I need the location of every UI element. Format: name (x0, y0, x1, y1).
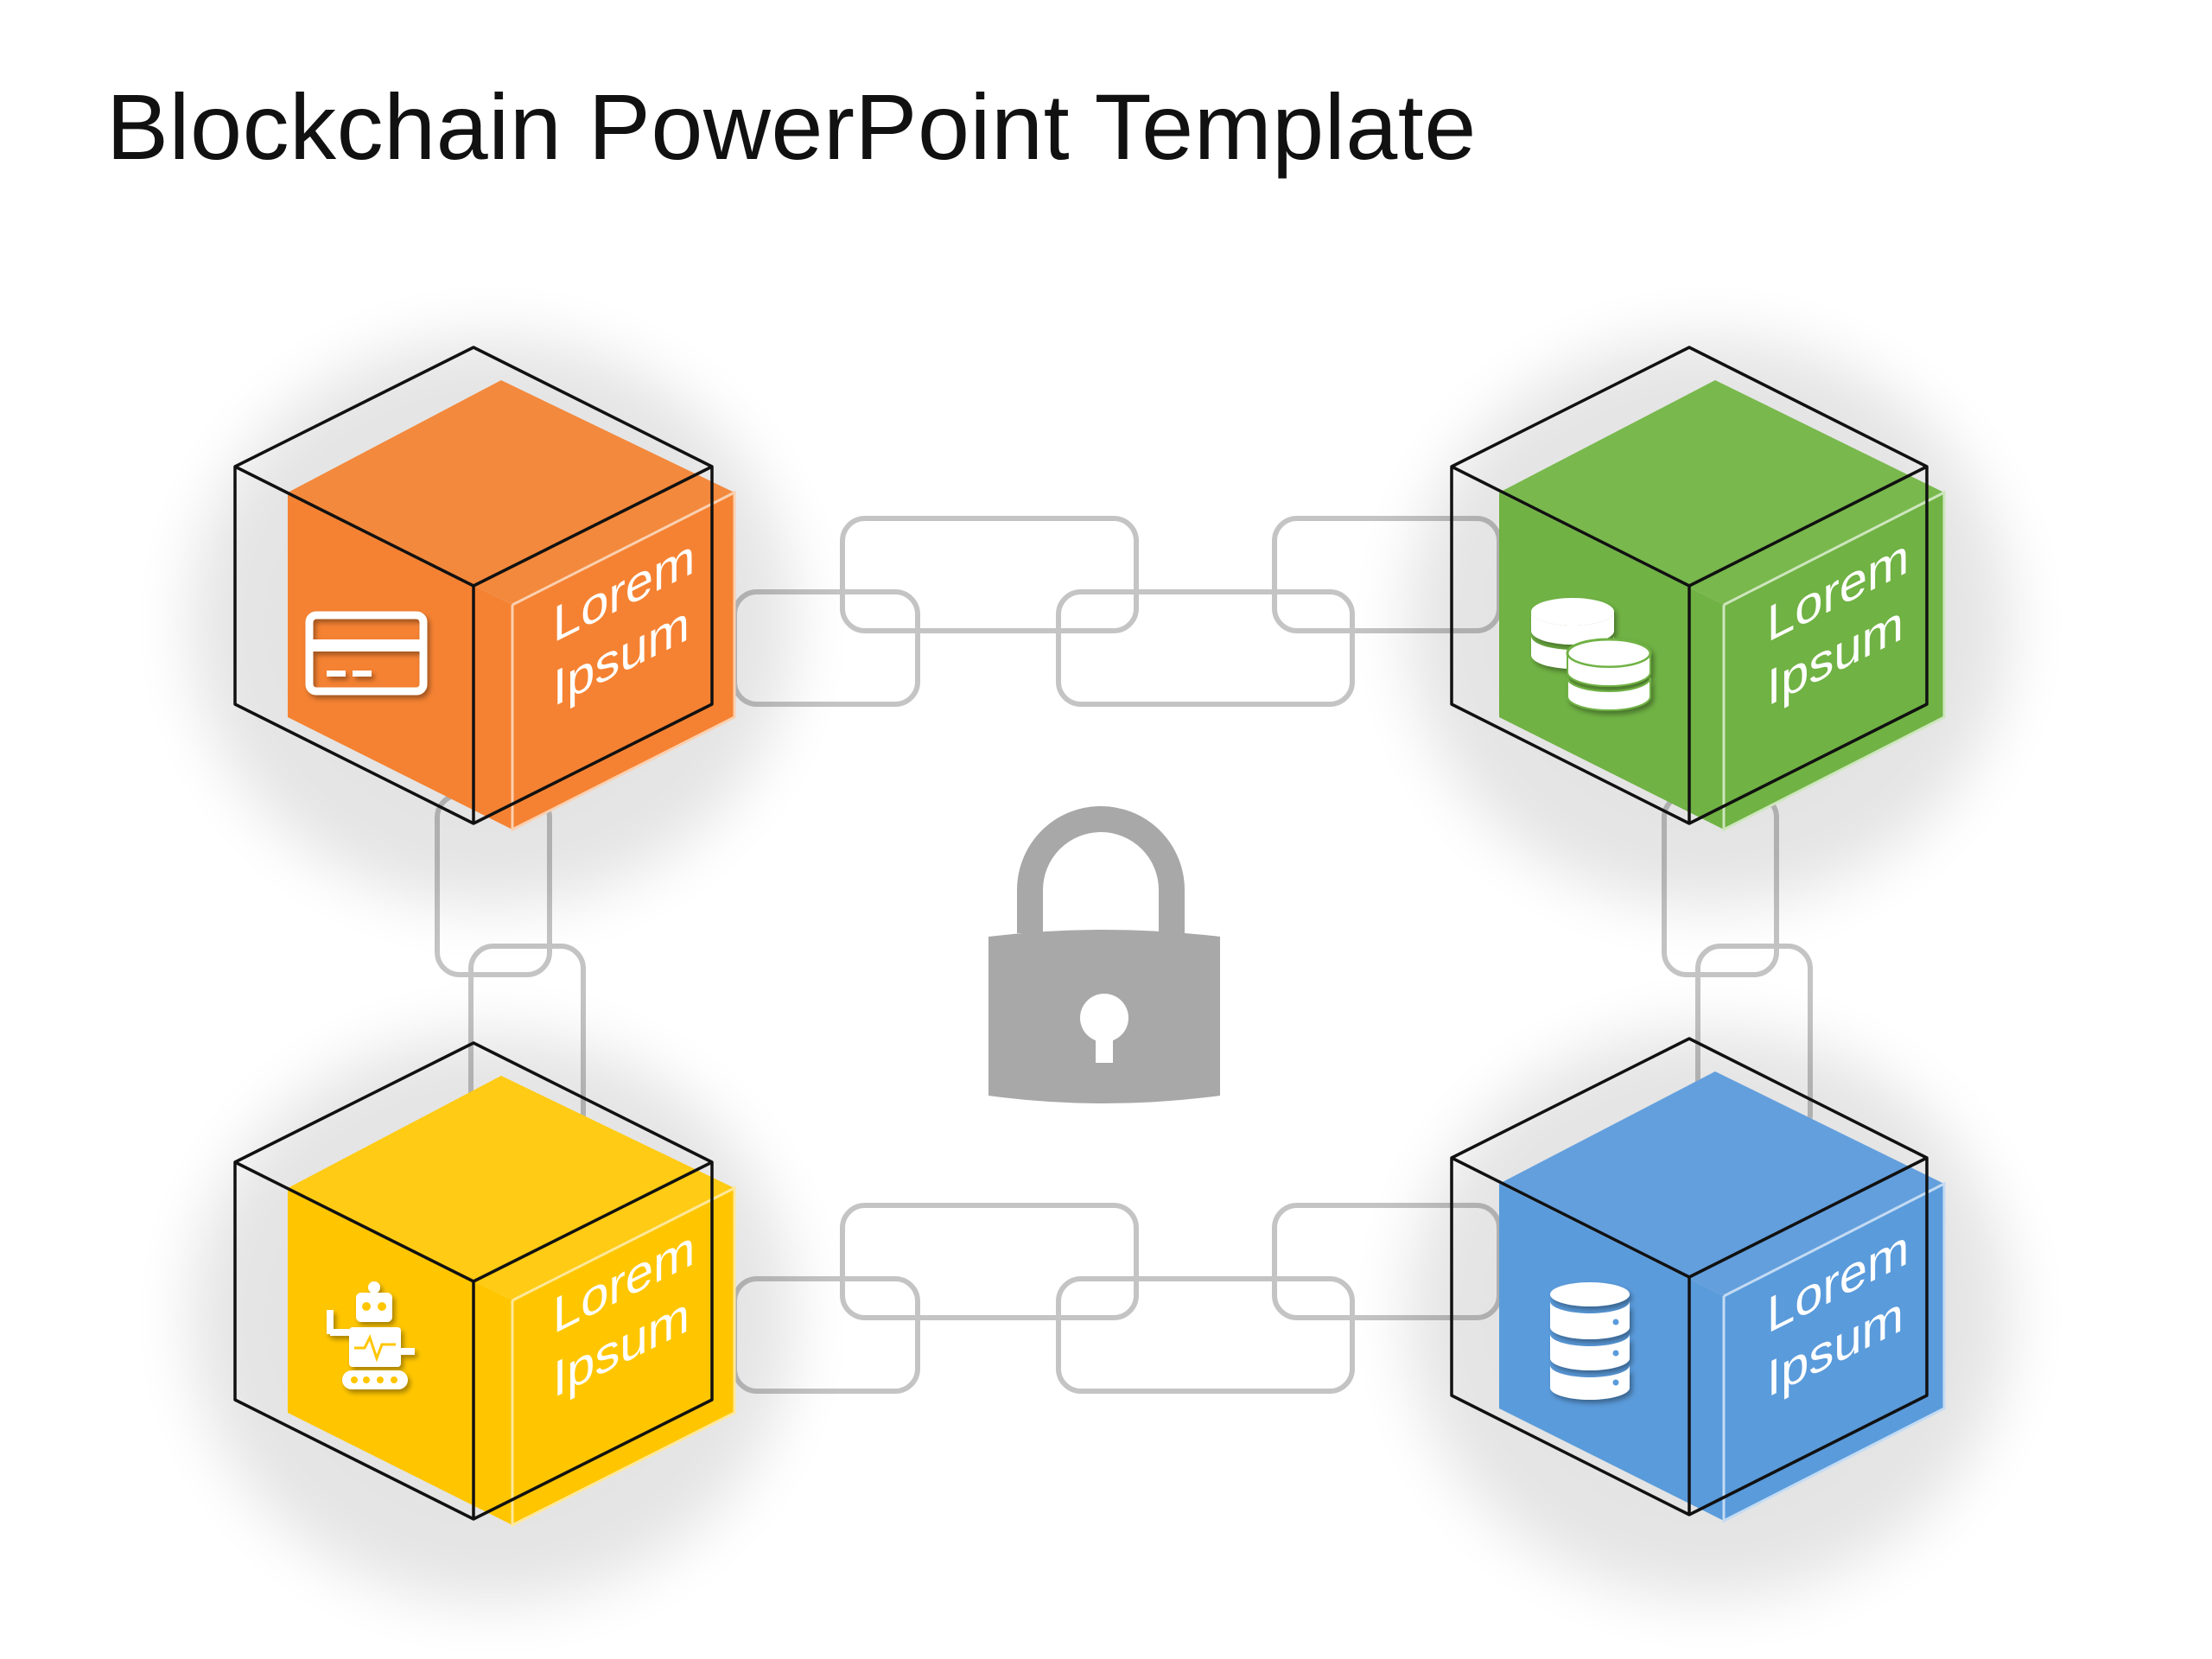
database-icon (1550, 1282, 1630, 1400)
block-orange: Lorem Ipsum (190, 337, 795, 907)
slide-title: Blockchain PowerPoint Template (106, 74, 1477, 179)
chain-bottom (732, 1203, 1502, 1394)
chain-top (732, 516, 1502, 707)
credit-card-icon (305, 611, 428, 696)
block-yellow: Lorem Ipsum (190, 1033, 795, 1603)
block-blue: Lorem Ipsum (1407, 1028, 2012, 1599)
block-green: Lorem Ipsum (1407, 337, 2012, 907)
coins-icon (1531, 598, 1652, 711)
robot-icon (327, 1281, 415, 1389)
padlock-icon (988, 806, 1220, 1103)
